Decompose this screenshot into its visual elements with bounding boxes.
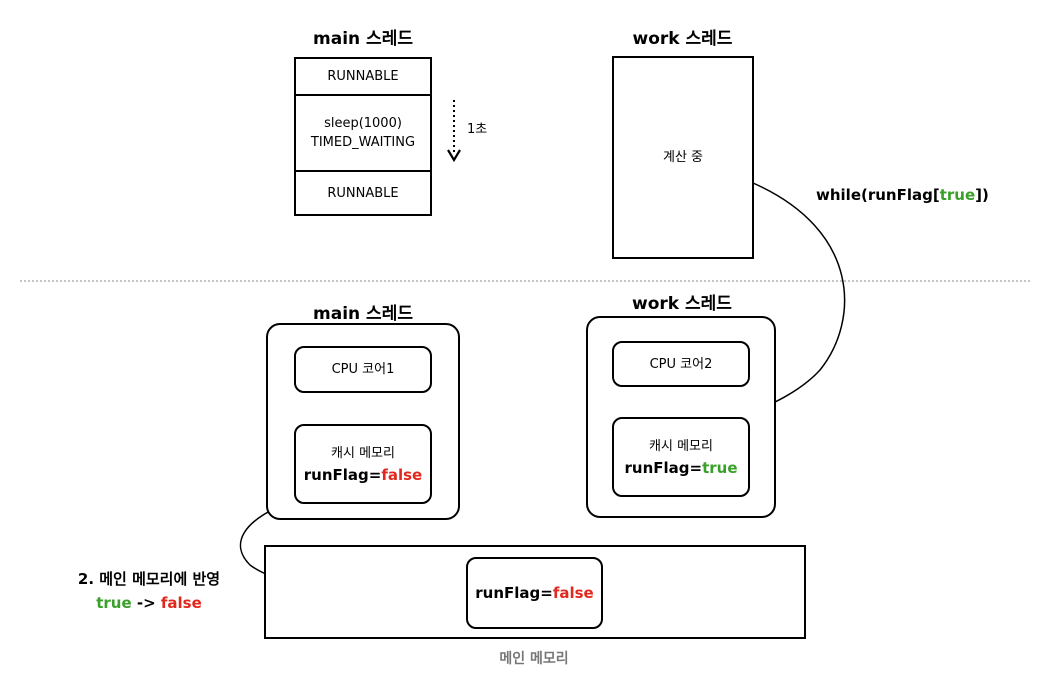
reflect-change: true -> false xyxy=(96,594,202,612)
main-memory-flag: runFlag=false xyxy=(466,557,603,629)
top-work-thread-title: work 스레드 xyxy=(632,29,733,49)
work-cache-memory: 캐시 메모리 runFlag=true xyxy=(612,417,750,497)
work-compute-box: 계산 중 xyxy=(612,56,754,259)
main-memory-label: 메인 메모리 xyxy=(499,651,569,667)
work-cache-flag: runFlag=true xyxy=(624,459,738,477)
duration-label: 1초 xyxy=(467,122,488,137)
main-cache-flag: runFlag=false xyxy=(303,466,423,484)
work-cpu-core: CPU 코어2 xyxy=(612,341,750,387)
loop-read-arrow xyxy=(743,182,846,417)
top-main-thread-title: main 스레드 xyxy=(313,29,413,49)
state-runnable-2: RUNNABLE xyxy=(294,170,432,216)
bottom-work-thread-title: work 스레드 xyxy=(632,294,732,314)
state-timed-waiting: sleep(1000) TIMED_WAITING xyxy=(294,94,432,172)
loop-condition-label: while(runFlag[true]) xyxy=(816,186,989,204)
duration-arrowhead xyxy=(447,149,461,163)
reflect-label: 2. 메인 메모리에 반영 true -> false xyxy=(40,567,258,615)
bottom-main-thread-title: main 스레드 xyxy=(313,304,413,324)
main-cpu-core: CPU 코어1 xyxy=(294,346,432,393)
state-runnable-1: RUNNABLE xyxy=(294,57,432,96)
main-cache-memory: 캐시 메모리 runFlag=false xyxy=(294,424,432,504)
main-memory-flag-text: runFlag=false xyxy=(475,584,594,602)
